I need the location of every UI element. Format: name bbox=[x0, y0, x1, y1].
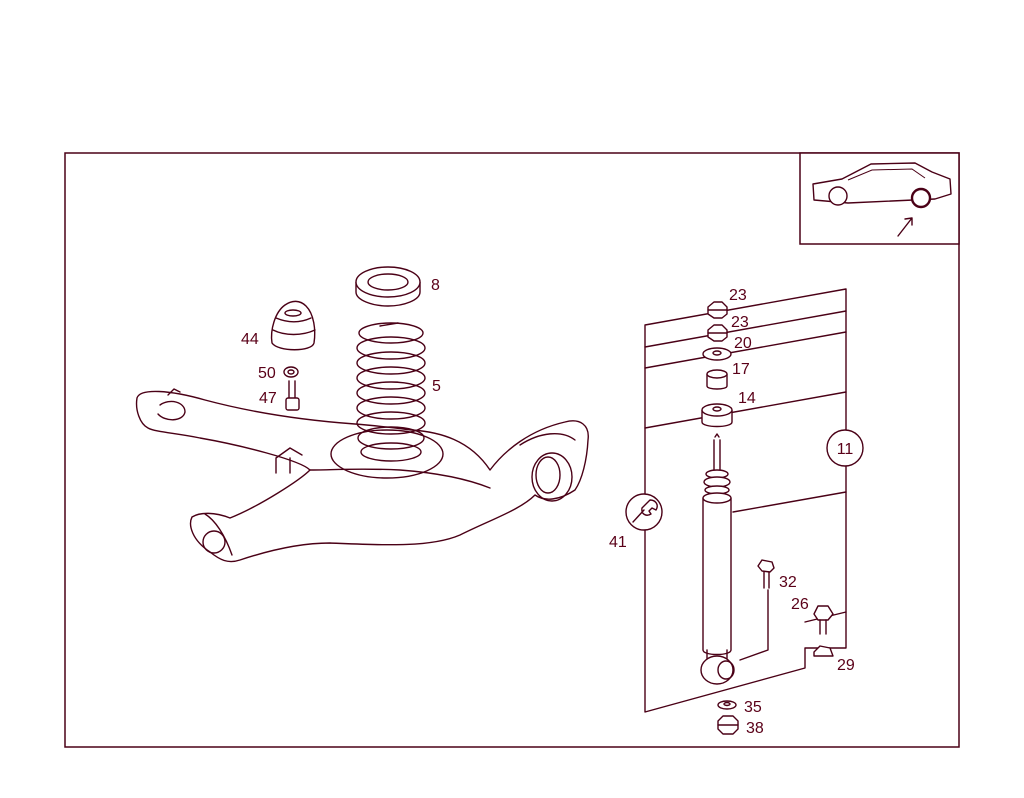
rubber-mount-14 bbox=[701, 403, 733, 428]
part-number-23-upper: 23 bbox=[729, 287, 747, 304]
part-number-26: 26 bbox=[791, 596, 809, 613]
wrench-icon bbox=[632, 499, 658, 523]
part-number-5: 5 bbox=[432, 378, 441, 395]
part-number-44: 44 bbox=[241, 331, 259, 348]
clip-29 bbox=[813, 645, 834, 657]
part-number-14: 14 bbox=[738, 390, 756, 407]
callout-11: 11 bbox=[826, 429, 864, 467]
spring-seat bbox=[330, 429, 444, 479]
suspension-arm bbox=[135, 388, 589, 563]
nut-23-lower bbox=[707, 324, 728, 342]
bolt-32 bbox=[757, 559, 775, 589]
bump-stop bbox=[270, 300, 316, 351]
coil-spring bbox=[356, 322, 426, 462]
highlighted-wheel bbox=[910, 187, 932, 209]
part-number-17: 17 bbox=[732, 361, 750, 378]
part-number-29: 29 bbox=[837, 657, 855, 674]
part-number-38: 38 bbox=[746, 720, 764, 737]
nut-38 bbox=[717, 715, 739, 735]
part-number-20: 20 bbox=[734, 335, 752, 352]
bolt-47 bbox=[285, 380, 300, 411]
washer-20 bbox=[702, 347, 732, 361]
shock-absorber bbox=[700, 433, 735, 685]
shock-bracket-lines bbox=[644, 288, 847, 713]
bushing-17 bbox=[706, 369, 728, 390]
part-number-50: 50 bbox=[258, 365, 276, 382]
part-number-32: 32 bbox=[779, 574, 797, 591]
part-number-41: 41 bbox=[609, 534, 627, 551]
diagram-frame bbox=[64, 152, 960, 748]
part-number-11: 11 bbox=[837, 441, 854, 458]
vehicle-locator-inset bbox=[799, 152, 960, 245]
washer-50 bbox=[283, 366, 299, 378]
part-number-8: 8 bbox=[431, 277, 440, 294]
part-number-35: 35 bbox=[744, 699, 762, 716]
bolt-26 bbox=[813, 605, 834, 635]
part-number-47: 47 bbox=[259, 390, 277, 407]
spring-pad bbox=[355, 266, 421, 307]
car-rear-wheel-locator-icon bbox=[812, 162, 952, 204]
part-number-23-lower: 23 bbox=[731, 314, 749, 331]
arrow-icon bbox=[897, 217, 913, 237]
callout-41 bbox=[625, 493, 663, 531]
nut-23-upper bbox=[707, 301, 728, 319]
